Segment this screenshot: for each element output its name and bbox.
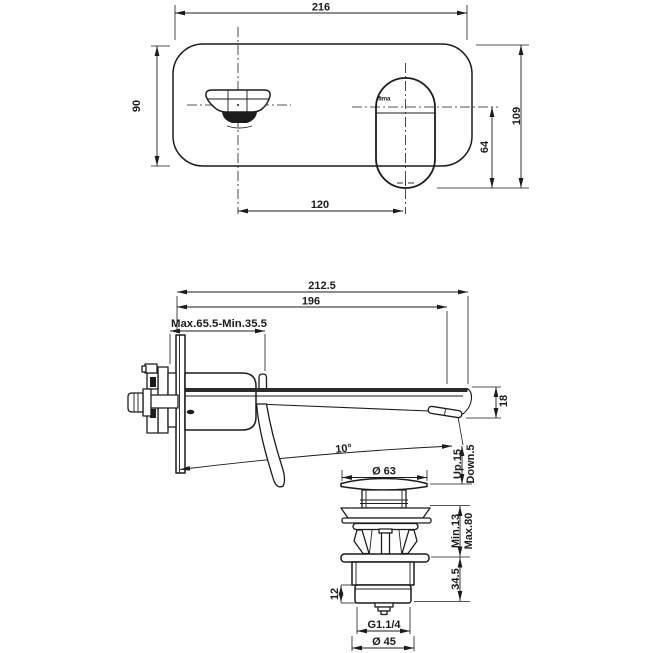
dim-spout-end-height: 18 xyxy=(466,386,510,419)
dim-label-wall-range: Max.65.5-Min.35.5 xyxy=(171,318,267,330)
drain-clamp-spider xyxy=(352,522,419,555)
spout-underside xyxy=(256,403,431,412)
lever-pivot-tab xyxy=(258,373,268,390)
drain-stem xyxy=(360,489,408,509)
dim-label-deck-max: Max.80 xyxy=(463,513,475,550)
dim-spout-reach: 196 xyxy=(177,296,448,384)
tail-step-3 xyxy=(380,610,388,616)
brand-logo: fima xyxy=(378,96,391,103)
spider-right-leg xyxy=(401,529,418,555)
front-view: fima 216 90 109 64 xyxy=(131,2,529,214)
drain-lower-flange xyxy=(340,553,430,563)
drain-locknut xyxy=(354,584,412,604)
dim-deck-clamp-range: Min.13 Max.80 xyxy=(430,505,475,558)
tilt-arc: 10° xyxy=(179,442,453,471)
dim-plate-height: 90 xyxy=(131,45,170,167)
dim-label-spout-to-handle: 120 xyxy=(311,199,329,211)
dim-overall-height: 109 xyxy=(437,44,529,189)
drain-stem-body xyxy=(361,489,407,509)
dim-label-spout-end-height: 18 xyxy=(498,395,510,407)
drain-washer xyxy=(341,517,432,524)
body-screw-dot xyxy=(186,409,195,415)
dim-label-deck-min: Min.13 xyxy=(450,514,462,548)
rough-in-top-notch xyxy=(141,365,147,373)
drain-view: Ø 63 Min.13 Max.80 34.5 12 G1.1/4 xyxy=(329,466,475,651)
dim-overall-width: 216 xyxy=(174,2,468,40)
dim-label-cap-diameter: Ø 63 xyxy=(372,466,396,478)
dim-label-outlet-thread: G1.1/4 xyxy=(367,619,401,631)
dim-label-overall-height: 109 xyxy=(511,107,523,125)
aerator-side xyxy=(427,405,463,419)
rough-in-upper-hatch xyxy=(150,377,156,387)
spout-top-edge-band xyxy=(185,388,468,392)
drain-locknut-outline xyxy=(354,584,412,604)
dim-label-tilt-angle: 10° xyxy=(335,442,353,456)
dim-overall-depth: 212.5 xyxy=(176,280,469,384)
dim-label-plate-height: 90 xyxy=(131,100,143,112)
aerator-front-lower-arc xyxy=(226,125,253,129)
drain-body-outline xyxy=(351,561,415,586)
dim-locknut-height: 12 xyxy=(329,584,356,604)
supply-nose-cap xyxy=(127,392,144,413)
rough-in-body xyxy=(127,363,179,434)
aerator-capsule-seam xyxy=(444,408,446,416)
rough-in-top-tab xyxy=(144,363,158,374)
leader-line xyxy=(457,416,464,446)
dim-label-body-diameter: Ø 45 xyxy=(372,636,396,648)
spider-center-post xyxy=(380,532,391,555)
dim-label-tip-up: Up.15 xyxy=(452,449,464,479)
dim-label-locknut-height: 12 xyxy=(329,588,341,600)
aerator-front xyxy=(222,112,257,123)
spout-center-dot xyxy=(237,104,239,106)
dim-label-overall-depth: 212.5 xyxy=(308,280,336,292)
side-view: 212.5 196 Max.65.5-Min.35.5 18 10° xyxy=(127,280,510,488)
rough-in-lower-hatch xyxy=(150,409,156,418)
dim-label-spout-reach: 196 xyxy=(302,296,320,308)
drain-tailpiece xyxy=(374,602,394,616)
spout-front-outline xyxy=(205,89,271,113)
dim-tip-travel: Up.15 Down.5 xyxy=(430,416,477,485)
spider-inner-left xyxy=(369,529,373,554)
dim-cap-diameter: Ø 63 xyxy=(341,466,428,481)
trim-plate-outline xyxy=(172,43,473,167)
dim-outlet-thread: G1.1/4 xyxy=(356,607,411,634)
spider-inner-right xyxy=(398,529,402,554)
handle-front-outline xyxy=(375,77,436,189)
mixer-body-side xyxy=(184,372,257,431)
dim-handle-drop: 64 xyxy=(479,107,495,188)
dim-spout-to-handle: 120 xyxy=(238,199,403,214)
supply-shaft xyxy=(149,394,179,409)
dim-label-under-deck-height: 34.5 xyxy=(450,568,462,589)
drain-body xyxy=(351,561,415,586)
drain-seal-cone xyxy=(340,507,431,519)
dim-label-tip-down: Down.5 xyxy=(465,444,477,483)
dim-label-handle-drop: 64 xyxy=(479,140,491,153)
dim-under-deck-height: 34.5 xyxy=(414,557,470,602)
handle-front: fima xyxy=(375,77,436,189)
supply-collar xyxy=(142,388,152,417)
drain-cap xyxy=(340,477,428,491)
spider-left-leg xyxy=(353,529,370,555)
tilt-arc-line xyxy=(179,444,453,471)
spout-front xyxy=(205,89,271,129)
joystick-lever xyxy=(255,403,286,488)
dim-label-overall-width: 216 xyxy=(312,2,330,14)
dim-wall-thickness-range: Max.65.5-Min.35.5 xyxy=(169,318,267,371)
dim-body-diameter: Ø 45 xyxy=(351,636,415,651)
